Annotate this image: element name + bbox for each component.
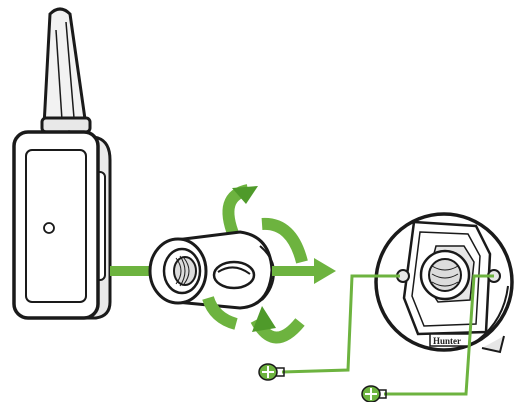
ground-wire-left (258, 274, 400, 381)
ground-connector-icon (361, 385, 387, 402)
connect-arrow (272, 258, 336, 284)
brand-label: Hunter (433, 336, 461, 346)
radio-remote-icon (12, 7, 112, 320)
swivel-adapter-icon (148, 230, 276, 310)
ground-connector-icon (258, 363, 285, 381)
ground-wire-right (361, 274, 494, 402)
rotate-arrows-icon (222, 184, 305, 344)
rotate-arrows-front (202, 217, 308, 330)
receiver-base-icon: Hunter (374, 212, 514, 354)
